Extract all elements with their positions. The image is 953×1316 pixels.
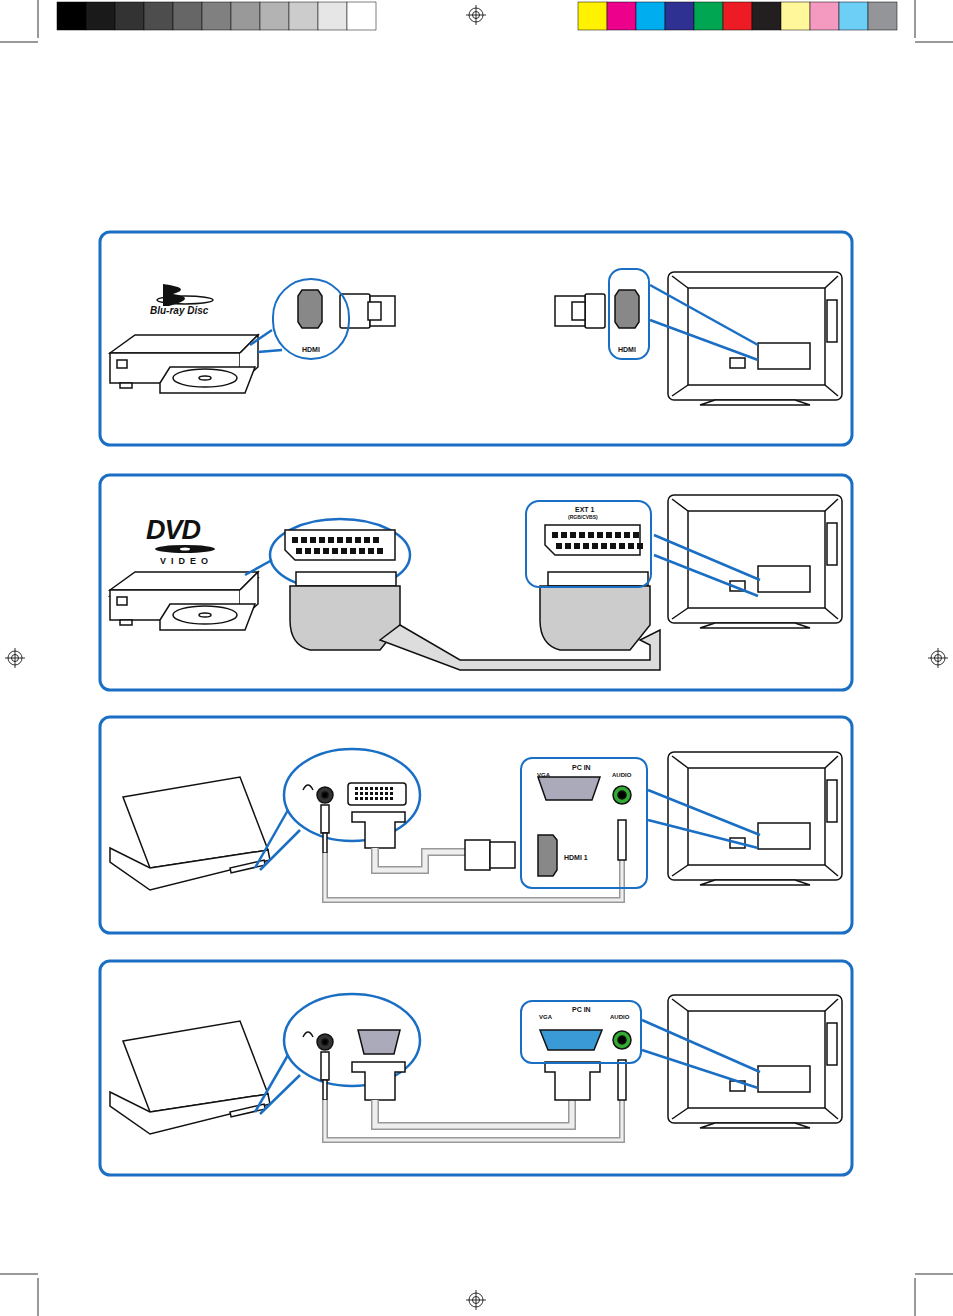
hdmi-plug xyxy=(340,294,605,328)
port-callout: EXT 1 (RGB/CVBS) xyxy=(525,500,652,588)
scart-socket xyxy=(285,525,640,560)
panels xyxy=(100,232,852,1175)
port-label: PC IN xyxy=(572,1006,591,1013)
player xyxy=(110,335,258,596)
port-label: VGA xyxy=(537,772,550,778)
player xyxy=(110,572,258,630)
bluray-logo xyxy=(157,284,213,306)
port-label: (RGB/CVBS) xyxy=(568,515,598,520)
port-label: HDMI xyxy=(302,346,320,353)
svg-text:.: . xyxy=(145,544,146,545)
brand-logo: Blu-ray Disc xyxy=(150,305,208,316)
port-callout: HDMI xyxy=(608,268,650,360)
tv-rear xyxy=(668,272,842,1128)
laptop xyxy=(110,777,270,1134)
port-label: HDMI xyxy=(618,346,636,353)
dvd-logo: . xyxy=(145,544,215,553)
port-label: AUDIO xyxy=(612,772,631,778)
port-label: AUDIO xyxy=(610,1014,629,1020)
port-callout: HDMI xyxy=(272,278,350,360)
port-label: PC IN xyxy=(572,764,591,771)
pc-cables-4 xyxy=(255,994,760,1140)
port-label: VGA xyxy=(539,1014,552,1020)
port-callout: PC IN VGA AUDIO xyxy=(520,1000,642,1064)
port-label: HDMI 1 xyxy=(564,854,588,861)
port-label: EXT 1 xyxy=(575,506,594,513)
scart-callout xyxy=(270,519,410,591)
port-callout: PC IN VGA AUDIO HDMI 1 xyxy=(520,757,648,889)
pc-cables-3 xyxy=(255,749,760,900)
brand-logo: VIDEO xyxy=(160,556,213,566)
color-bars xyxy=(57,2,897,30)
brand-logo: DVD xyxy=(146,515,200,546)
